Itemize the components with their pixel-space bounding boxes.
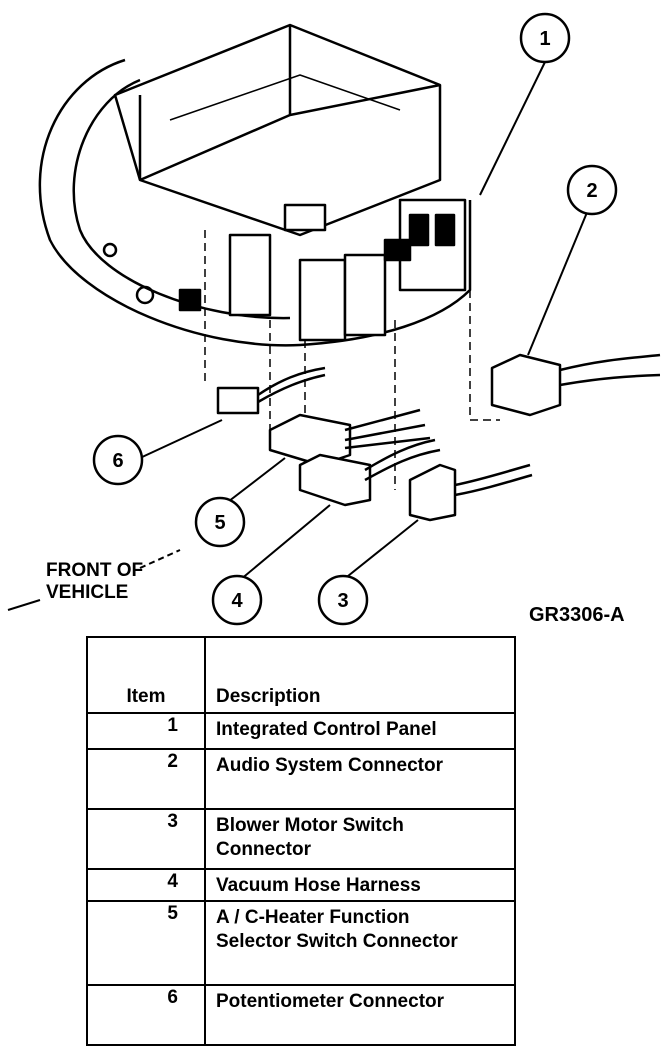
row-description: A / C-Heater Function Selector Switch Co… bbox=[204, 900, 516, 986]
legend-header-row: Item Description bbox=[86, 636, 516, 714]
table-row: 1 Integrated Control Panel bbox=[86, 712, 516, 750]
table-row: 4 Vacuum Hose Harness bbox=[86, 868, 516, 902]
row-description: Vacuum Hose Harness bbox=[204, 868, 516, 902]
vacuum-hose-harness bbox=[298, 453, 372, 507]
callout-5: 5 bbox=[214, 512, 225, 534]
row-description: Integrated Control Panel bbox=[204, 712, 516, 750]
row-item: 3 bbox=[86, 808, 206, 870]
table-row: 6 Potentiometer Connector bbox=[86, 984, 516, 1046]
row-description: Audio System Connector bbox=[204, 748, 516, 810]
control-panel-housing bbox=[38, 58, 472, 347]
callout-3: 3 bbox=[337, 590, 348, 612]
blower-motor-switch-connector bbox=[408, 463, 457, 522]
front-label-line1: FRONT OF bbox=[46, 560, 144, 581]
callout-4: 4 bbox=[231, 590, 243, 612]
front-of-vehicle-label: FRONT OF VEHICLE bbox=[46, 560, 143, 604]
table-row: 3 Blower Motor Switch Connector bbox=[86, 808, 516, 870]
potentiometer-connector bbox=[216, 386, 260, 415]
row-item: 1 bbox=[86, 712, 206, 750]
table-row: 2 Audio System Connector bbox=[86, 748, 516, 810]
header-description: Description bbox=[204, 636, 516, 714]
row-item: 2 bbox=[86, 748, 206, 810]
row-description: Blower Motor Switch Connector bbox=[204, 808, 516, 870]
audio-system-connector bbox=[490, 353, 562, 417]
row-description: Potentiometer Connector bbox=[204, 984, 516, 1046]
row-item: 6 bbox=[86, 984, 206, 1046]
front-label-line2: VEHICLE bbox=[46, 582, 129, 603]
row-item: 5 bbox=[86, 900, 206, 986]
exploded-view-diagram: 1 2 3 4 5 6 bbox=[7, 12, 661, 626]
legend-table: Item Description 1 Integrated Control Pa… bbox=[86, 636, 516, 1046]
selector-switch-connector bbox=[268, 413, 352, 467]
control-panel-box bbox=[113, 23, 442, 237]
table-row: 5 A / C-Heater Function Selector Switch … bbox=[86, 900, 516, 986]
figure-id: GR3306-A bbox=[529, 604, 625, 626]
callout-1: 1 bbox=[539, 28, 550, 50]
row-item: 4 bbox=[86, 868, 206, 902]
header-item: Item bbox=[86, 636, 206, 714]
callout-6: 6 bbox=[112, 450, 123, 472]
callout-2: 2 bbox=[586, 180, 597, 202]
